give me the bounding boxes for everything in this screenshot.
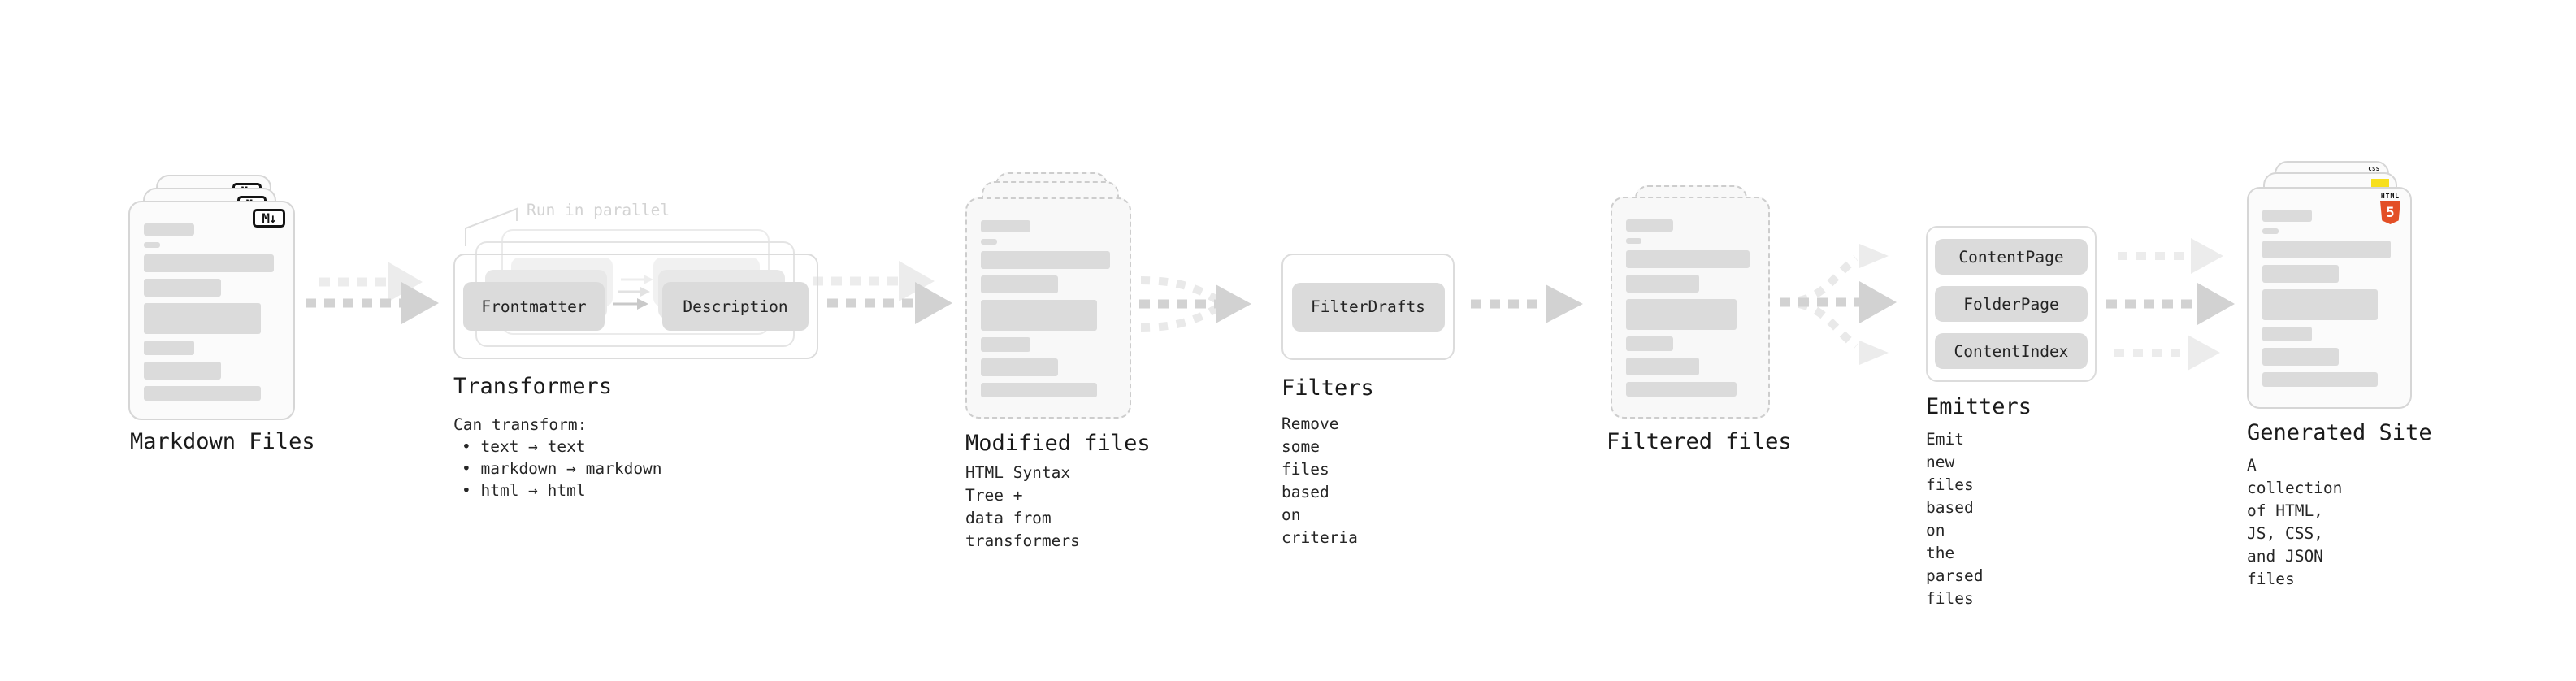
- emitter-pill-contentpage: ContentPage: [1935, 239, 2088, 275]
- stage-desc-generated-site: A collection of HTML, JS, CSS, and JSON …: [2247, 456, 2343, 588]
- doc-content-bars: [967, 199, 1130, 397]
- skeleton-bar: [144, 279, 222, 297]
- skeleton-bar: [144, 254, 275, 272]
- skeleton-bar: [144, 303, 261, 334]
- skeleton-bar: [1626, 358, 1700, 375]
- skeleton-bar: [2262, 327, 2313, 341]
- skeleton-bar: [1626, 250, 1750, 268]
- transformer-step-arrows-icon: [613, 275, 653, 310]
- arrow-filtered-to-emitters-icon: [1780, 244, 1897, 365]
- run-in-parallel-leader-line: [465, 207, 518, 246]
- arrow-modified-to-filters-icon: [1139, 276, 1251, 332]
- skeleton-bar: [2262, 265, 2340, 283]
- skeleton-bar: [2262, 228, 2279, 234]
- arrow-emitters-to-generated-icon: [2106, 238, 2235, 371]
- skeleton-bar: [144, 242, 161, 248]
- transformer-pill-frontmatter: Frontmatter: [463, 282, 605, 331]
- skeleton-bar: [2262, 348, 2340, 366]
- transformers-bullet: • text → text: [462, 437, 586, 456]
- skeleton-bar: [144, 340, 194, 355]
- doc-card-front: [965, 197, 1131, 419]
- stage-label-modified-files: Modified files: [965, 431, 1151, 456]
- doc-card-front: M↓: [128, 201, 295, 420]
- doc-card-front: HTML 5: [2247, 187, 2412, 409]
- stage-label-generated-site: Generated Site: [2247, 420, 2432, 445]
- stage-label-filtered-files: Filtered files: [1607, 429, 1792, 454]
- doc-content-bars: [1612, 198, 1768, 397]
- markdown-logo-icon: M↓: [253, 209, 285, 228]
- skeleton-bar: [1626, 275, 1700, 293]
- stage-label-emitters: Emitters: [1926, 394, 2032, 419]
- skeleton-bar: [981, 383, 1097, 397]
- run-in-parallel-callout: Run in parallel: [527, 201, 670, 219]
- skeleton-bar: [144, 386, 261, 401]
- skeleton-bar: [2262, 241, 2392, 258]
- skeleton-bar: [1626, 219, 1674, 232]
- skeleton-bar: [981, 300, 1097, 331]
- html5-logo-icon: HTML 5: [2379, 193, 2401, 224]
- skeleton-bar: [981, 251, 1111, 269]
- doc-content-bars: [2249, 189, 2410, 387]
- skeleton-bar: [2262, 372, 2378, 387]
- doc-card-front: [1611, 197, 1770, 419]
- transformers-bullet: • markdown → markdown: [462, 459, 662, 478]
- skeleton-bar: [981, 337, 1031, 352]
- stage-desc-filters: Remove some files based on criteria: [1281, 414, 1358, 547]
- filter-pill-filterdrafts: FilterDrafts: [1291, 282, 1445, 332]
- skeleton-bar: [2262, 289, 2378, 320]
- stage-label-filters: Filters: [1281, 375, 1374, 401]
- emitters-frame: ContentPage FolderPage ContentIndex: [1926, 226, 2097, 382]
- transformers-note-title: Can transform:: [453, 415, 588, 434]
- skeleton-bar: [1626, 299, 1737, 330]
- skeleton-bar: [144, 362, 222, 380]
- stage-label-transformers: Transformers: [453, 374, 613, 399]
- arrow-transformers-to-modified-icon: [813, 261, 952, 324]
- stage-desc-emitters: Emit new files based on the parsed files: [1926, 430, 1984, 608]
- arrow-filters-to-filtered-icon: [1471, 284, 1583, 323]
- stage-label-markdown-files: Markdown Files: [130, 429, 315, 454]
- transformers-bullet-list: • text → text • markdown → markdown • ht…: [462, 436, 662, 501]
- arrow-markdown-to-transformers-icon: [306, 262, 439, 324]
- skeleton-bar: [144, 223, 194, 236]
- skeleton-bar: [1626, 336, 1674, 351]
- transformers-bullet: • html → html: [462, 481, 586, 500]
- skeleton-bar: [1626, 382, 1737, 397]
- skeleton-bar: [981, 220, 1031, 232]
- filters-frame: FilterDrafts: [1281, 254, 1455, 360]
- skeleton-bar: [2262, 210, 2313, 222]
- skeleton-bar: [981, 358, 1058, 376]
- transformer-pill-description: Description: [662, 282, 809, 331]
- emitter-pill-contentindex: ContentIndex: [1935, 333, 2088, 369]
- doc-content-bars: [130, 202, 293, 401]
- stage-desc-modified-files: HTML Syntax Tree + data from transformer…: [965, 463, 1080, 550]
- skeleton-bar: [981, 275, 1058, 293]
- skeleton-bar: [981, 239, 997, 245]
- emitter-pill-folderpage: FolderPage: [1935, 286, 2088, 322]
- transformer-frame-front: Frontmatter Description: [453, 254, 818, 359]
- skeleton-bar: [1626, 238, 1641, 244]
